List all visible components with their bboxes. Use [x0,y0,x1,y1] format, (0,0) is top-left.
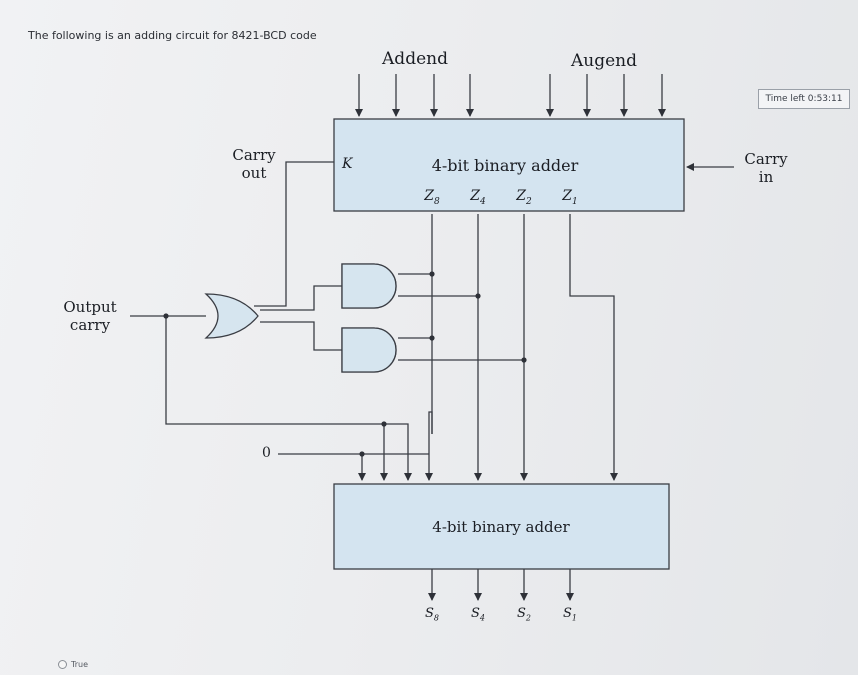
and-upper-out [260,285,342,311]
carry-in-label-1: Carry [744,150,788,168]
bcd-adder-diagram: Addend Augend K 4-bit binary adder Carry… [24,44,824,644]
s8-label: S8 [425,606,439,623]
s2-label: S2 [517,606,531,623]
addend-label: Addend [382,49,448,69]
option-true[interactable]: True [58,660,88,669]
upper-adder-box [333,118,685,212]
s1-label: S1 [563,606,577,623]
augend-label: Augend [571,51,637,71]
z1-wire [569,214,618,481]
z1-label: Z1 [562,188,578,207]
z8-to-lower [425,411,433,481]
upper-adder-label: 4-bit binary adder [431,156,579,175]
output-carry-label-2: carry [69,316,111,334]
output-carry-label-1: Output [63,298,117,316]
question-text: The following is an adding circuit for 8… [28,29,317,42]
k-label: K [342,156,353,172]
lower-adder-box [333,483,670,570]
lower-adder-label: 4-bit binary adder [432,518,570,536]
zero-label: 0 [262,445,271,461]
option-true-label: True [71,660,88,669]
z4-label: Z4 [470,188,486,207]
and-lower-out [260,321,342,351]
carry-in-label-2: in [758,168,774,186]
or-gate [204,293,259,339]
z8-label: Z8 [424,188,440,207]
circuit-svg [130,74,734,601]
carry-out-label-1: Carry [232,146,276,164]
radio-button-icon[interactable] [58,660,67,669]
carry-out-label-2: out [241,164,267,182]
carry-out-wire [254,161,334,307]
feedback-branch-2 [384,423,412,481]
feedback-wire [165,316,384,425]
s4-label: S4 [471,606,485,623]
z2-label: Z2 [516,188,532,207]
zero-input-wire [278,453,366,481]
time-left-badge: Time left 0:53:11 [758,89,850,109]
